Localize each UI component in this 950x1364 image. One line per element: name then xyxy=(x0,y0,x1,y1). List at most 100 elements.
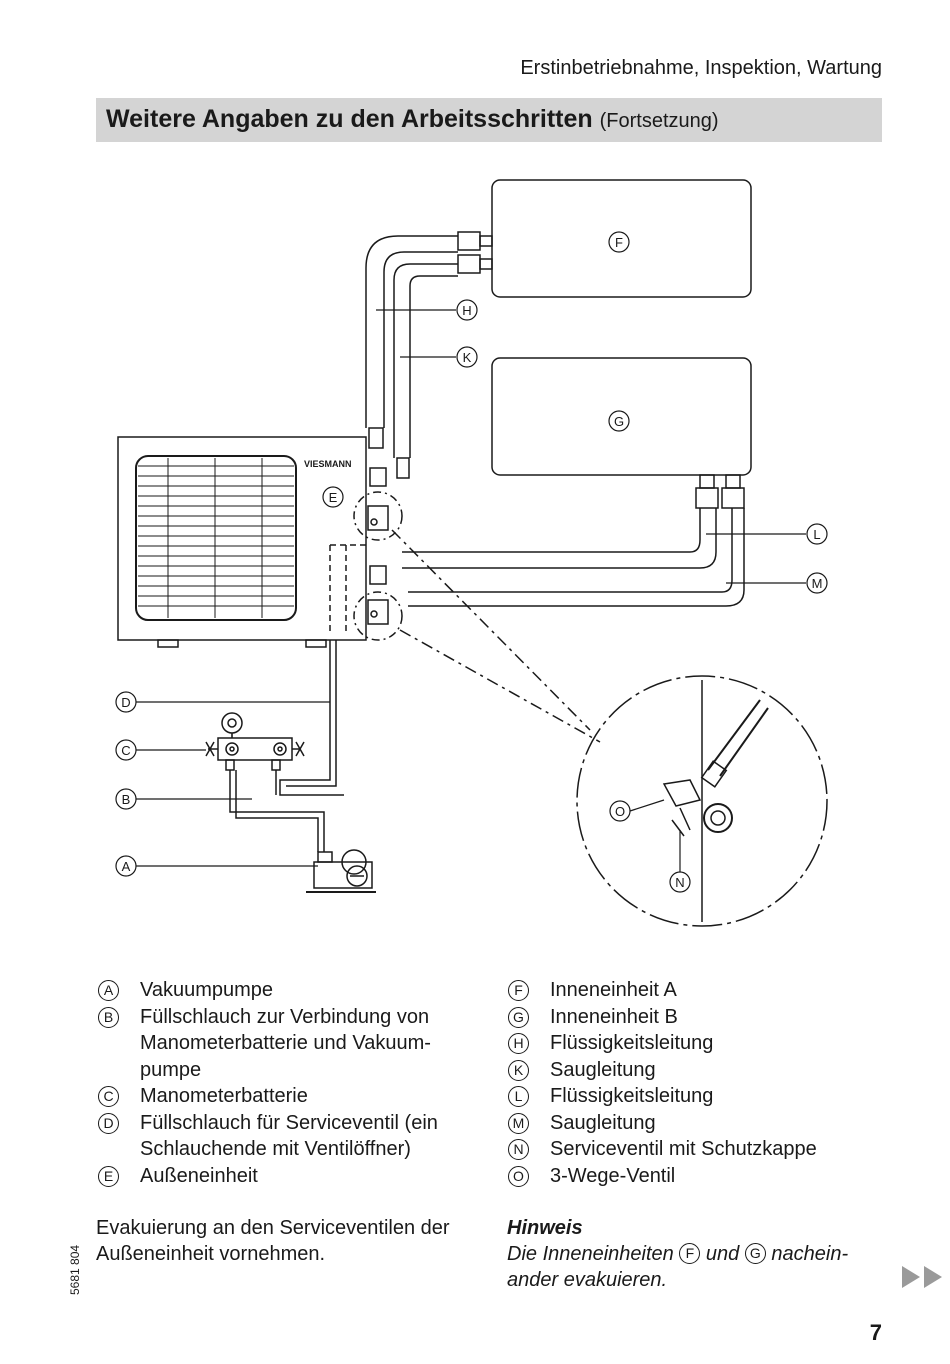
legend-text: Füllschlauch zur Verbindung von Manomete… xyxy=(140,1005,431,1081)
callout-markers xyxy=(115,231,828,893)
legend-text: Außeneinheit xyxy=(140,1164,258,1187)
legend-key: N xyxy=(508,1139,529,1160)
vacuum-pump xyxy=(306,849,376,893)
callout-g xyxy=(608,410,630,432)
svg-text:E: E xyxy=(329,490,338,505)
section-title-main: Weitere Angaben zu den Arbeitsschritten xyxy=(106,105,593,133)
pipes-to-indoor-a xyxy=(365,231,493,479)
page-number: 7 xyxy=(869,1320,882,1345)
legend-text: Inneneinheit B xyxy=(550,1005,678,1028)
svg-text:M: M xyxy=(812,576,823,591)
hinweis-key-f: F xyxy=(679,1243,701,1264)
legend-left: A Vakuumpumpe B Füllschlauch zur Verbindun… xyxy=(98,977,468,1189)
legend-right: F Inneneinheit A G Inneneinheit B H Flüssig… xyxy=(508,977,888,1189)
svg-text:C: C xyxy=(121,743,130,758)
next-page-arrows-icon xyxy=(902,1266,942,1288)
legend-key: E xyxy=(98,1165,119,1187)
svg-text:H: H xyxy=(462,303,471,318)
callout-n xyxy=(669,871,691,893)
legend-item: O 3-Wege-Ventil xyxy=(508,1163,888,1190)
callout-leaders xyxy=(136,309,806,872)
pipes-to-indoor-b xyxy=(402,474,745,607)
legend-text: Vakuumpumpe xyxy=(140,979,274,1001)
section-heading-bar: Weitere Angaben zu den Arbeitsschritten … xyxy=(96,98,882,142)
fill-hose-manifold-to-pump xyxy=(229,770,325,852)
legend-item: M Saugleitung xyxy=(508,1110,888,1137)
legend-text: Flüssigkeitsleitung xyxy=(550,1085,714,1107)
manifold-gauge xyxy=(205,712,305,771)
hinweis-note: Hinweis Die Inneneinheiten F und G nache… xyxy=(507,1215,887,1293)
callout-d xyxy=(115,691,137,713)
callout-m xyxy=(806,572,828,594)
legend-item: F Inneneinheit A xyxy=(508,977,888,1004)
legend-key: B xyxy=(98,1006,119,1028)
svg-text:F: F xyxy=(615,235,623,250)
legend-key: D xyxy=(98,1112,119,1134)
legend-key: F xyxy=(508,980,529,1001)
callout-o xyxy=(609,800,631,822)
legend-key: C xyxy=(98,1086,119,1107)
svg-text:O: O xyxy=(615,804,625,819)
legend-item: C Manometerbatterie xyxy=(98,1083,468,1110)
callout-e xyxy=(322,486,344,508)
legend-key: G xyxy=(508,1006,529,1028)
legend-item: B Füllschlauch zur Verbindung von Manomet… xyxy=(98,1004,468,1084)
hinweis-text-after: nachein-ander evakuieren. xyxy=(507,1243,849,1291)
legend-item: A Vakuumpumpe xyxy=(98,977,468,1004)
legend-text: Flüssigkeitsleitung xyxy=(550,1032,714,1054)
svg-text:N: N xyxy=(675,875,684,890)
svg-text:A: A xyxy=(122,859,131,874)
instruction-text: Evakuierung an den Serviceventilen der A… xyxy=(96,1217,450,1265)
service-port-hose-dashed xyxy=(329,544,366,635)
legend-item: E Außeneinheit xyxy=(98,1163,468,1190)
svg-text:B: B xyxy=(122,792,131,807)
legend-text: Füllschlauch für Serviceventil (ein Schl… xyxy=(140,1111,438,1161)
legend-key: M xyxy=(508,1112,529,1134)
outdoor-unit xyxy=(117,436,367,648)
legend-text: Saugleitung xyxy=(550,1111,656,1134)
svg-text:K: K xyxy=(463,350,472,365)
legend-text: Serviceventil mit Schutzkappe xyxy=(550,1138,817,1160)
legend-text: Inneneinheit A xyxy=(550,979,677,1001)
legend-key: K xyxy=(508,1059,529,1081)
hinweis-title: Hinweis xyxy=(507,1217,583,1239)
legend-key: H xyxy=(508,1033,529,1054)
legend-item: H Flüssigkeitsleitung xyxy=(508,1030,888,1057)
svg-text:D: D xyxy=(121,695,130,710)
brand-logo: VIESMANN xyxy=(304,459,352,469)
document-number: 5681 804 xyxy=(68,1244,82,1295)
callout-f xyxy=(608,231,630,253)
callout-letters: H K F G E L M D C B A O N xyxy=(121,235,822,890)
running-title: Erstinbetriebnahme, Inspektion, Wartung xyxy=(520,57,882,79)
svg-text:L: L xyxy=(813,527,820,542)
legend-key: L xyxy=(508,1086,529,1107)
legend-item: G Inneneinheit B xyxy=(508,1004,888,1031)
section-title: Weitere Angaben zu den Arbeitsschritten … xyxy=(106,105,719,134)
indoor-unit-b xyxy=(491,357,752,476)
hinweis-text: Die Inneneinheiten F und G nachein-ander… xyxy=(507,1241,887,1293)
callout-l xyxy=(806,523,828,545)
hinweis-key-g: G xyxy=(744,1243,766,1264)
valve-detail-view xyxy=(391,529,828,927)
legend-item: K Saugleitung xyxy=(508,1057,888,1084)
callout-b xyxy=(115,788,137,810)
callout-a xyxy=(115,855,137,877)
hinweis-text-before: Die Inneneinheiten xyxy=(507,1243,674,1265)
callout-c xyxy=(115,739,137,761)
outdoor-service-valves xyxy=(353,467,403,641)
callout-k xyxy=(456,346,478,368)
legend-text: Saugleitung xyxy=(550,1058,656,1081)
legend-item: N Serviceventil mit Schutzkappe xyxy=(508,1136,888,1163)
legend-text: 3-Wege-Ventil xyxy=(550,1164,676,1187)
callout-h xyxy=(456,299,478,321)
hinweis-text-mid: und xyxy=(705,1243,740,1265)
legend-text: Manometerbatterie xyxy=(140,1085,308,1107)
legend-key: O xyxy=(508,1165,529,1187)
fill-hose-service-valve xyxy=(279,640,344,796)
svg-text:G: G xyxy=(614,414,624,429)
section-title-sub: (Fortsetzung) xyxy=(599,110,719,132)
legend-key: A xyxy=(98,980,119,1001)
legend-item: L Flüssigkeitsleitung xyxy=(508,1083,888,1110)
legend-item: D Füllschlauch für Serviceventil (ein Sch… xyxy=(98,1110,468,1163)
